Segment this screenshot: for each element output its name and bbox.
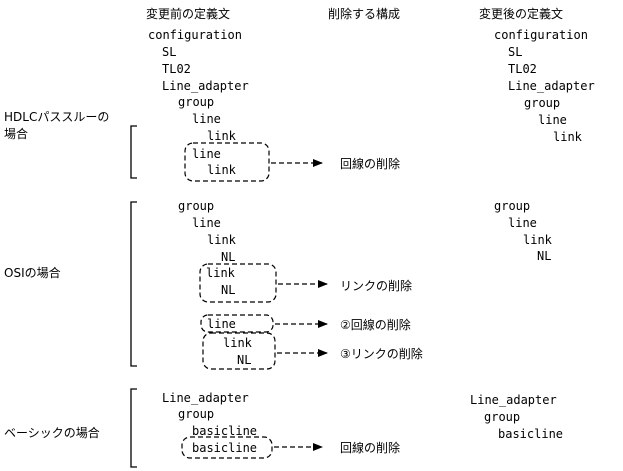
basic-before-group: group: [178, 407, 215, 421]
osi-before-line: line: [192, 216, 221, 230]
osi-after-link: link: [523, 233, 552, 247]
basic-after-line-adapter: Line_adapter: [470, 393, 557, 407]
osi-del2-box: [200, 314, 274, 333]
osi-del3-box: [202, 332, 276, 370]
hdlc-before-line: line: [192, 112, 221, 126]
osi-label: OSIの場合: [4, 266, 61, 280]
basic-before-basicline: basicline: [192, 424, 258, 438]
basic-del-box: [181, 436, 273, 459]
after-line-adapter: Line_adapter: [508, 79, 595, 93]
hdlc-action: 回線の削除: [340, 157, 401, 171]
basic-before-line-adapter: Line_adapter: [162, 391, 249, 405]
hdlc-after-group: group: [524, 96, 561, 110]
basic-label: ベーシックの場合: [4, 426, 100, 440]
basic-del-basicline: basicline: [192, 441, 258, 455]
hdlc-label-line2: 場合: [4, 127, 29, 141]
osi-del1-box: [199, 263, 277, 303]
osi-before-link: link: [207, 233, 236, 247]
header-after: 変更後の定義文: [479, 7, 564, 21]
after-sl: SL: [508, 45, 523, 59]
hdlc-after-link: link: [553, 130, 582, 144]
basic-after-basicline: basicline: [498, 427, 564, 441]
hdlc-del-box: [184, 142, 270, 182]
osi-bracket: [130, 201, 137, 367]
after-configuration: configuration: [494, 28, 588, 42]
basic-after-group: group: [484, 410, 521, 424]
hdlc-after-line: line: [538, 113, 567, 127]
before-configuration: configuration: [148, 28, 242, 42]
hdlc-bracket: [130, 125, 137, 179]
osi-del1-link: link: [206, 266, 235, 280]
hdlc-label-line1: HDLCパススルーの: [4, 110, 110, 124]
osi-after-group: group: [494, 199, 531, 213]
osi-del2-line: line: [207, 317, 236, 331]
osi-action3: ③リンクの削除: [340, 347, 423, 361]
osi-after-nl: NL: [537, 249, 552, 263]
hdlc-del-line: line: [192, 147, 221, 161]
osi-after-line: line: [508, 216, 537, 230]
header-deleted: 削除する構成: [328, 7, 401, 21]
before-line-adapter: Line_adapter: [162, 79, 249, 93]
osi-before-nl: NL: [221, 250, 236, 264]
osi-before-group: group: [178, 199, 215, 213]
header-before: 変更前の定義文: [146, 7, 231, 21]
osi-action1: リンクの削除: [340, 279, 413, 293]
before-sl: SL: [162, 45, 177, 59]
osi-action2: ②回線の削除: [340, 318, 411, 332]
before-tl02: TL02: [162, 62, 191, 76]
basic-action: 回線の削除: [340, 441, 401, 455]
osi-del3-link: link: [223, 336, 252, 350]
osi-del3-nl: NL: [237, 353, 252, 367]
basic-bracket: [130, 388, 137, 468]
after-tl02: TL02: [508, 62, 537, 76]
osi-del1-nl: NL: [221, 283, 236, 297]
hdlc-before-group: group: [178, 95, 215, 109]
hdlc-before-link: link: [207, 129, 236, 143]
hdlc-del-link: link: [207, 163, 236, 177]
